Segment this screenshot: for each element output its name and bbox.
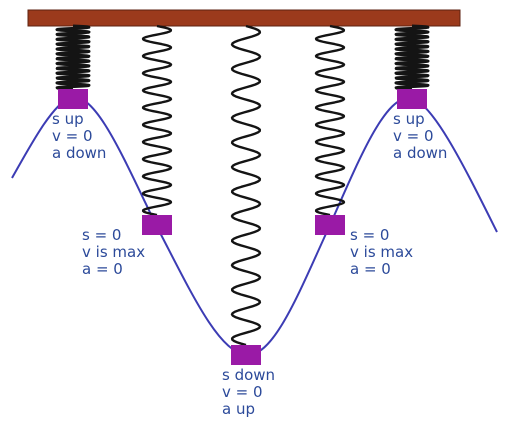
acceleration-text: a up — [222, 400, 255, 418]
acceleration-text: a down — [52, 144, 107, 162]
displacement-text: s = 0 — [350, 226, 390, 244]
coil-spring-2 — [141, 24, 173, 217]
state-label-2: s = 0 v is max a = 0 — [82, 227, 145, 278]
velocity-text: v = 0 — [52, 127, 93, 145]
coil-spring-1 — [55, 24, 91, 91]
acceleration-text: a = 0 — [82, 260, 123, 278]
mass-block-3 — [231, 345, 261, 365]
velocity-text: v = 0 — [222, 383, 263, 401]
displacement-text: s down — [222, 366, 276, 384]
ceiling-bar — [27, 9, 461, 27]
displacement-text: s up — [393, 110, 425, 128]
state-label-1: s up v = 0 a down — [52, 111, 106, 162]
state-label-3: s down v = 0 a up — [222, 367, 275, 418]
acceleration-text: a = 0 — [350, 260, 391, 278]
coil-spring-4 — [314, 24, 346, 217]
mass-block-5 — [397, 89, 427, 109]
coil-spring-5 — [394, 24, 430, 91]
velocity-text: v is max — [350, 243, 414, 261]
mass-block-4 — [315, 215, 345, 235]
displacement-text: s = 0 — [82, 226, 122, 244]
coil-spring-3 — [230, 24, 262, 347]
state-label-5: s up v = 0 a down — [393, 111, 447, 162]
velocity-text: v is max — [82, 243, 146, 261]
mass-block-2 — [142, 215, 172, 235]
acceleration-text: a down — [393, 144, 448, 162]
springs — [55, 24, 430, 347]
velocity-text: v = 0 — [393, 127, 434, 145]
mass-block-1 — [58, 89, 88, 109]
state-label-4: s = 0 v is max a = 0 — [350, 227, 413, 278]
displacement-text: s up — [52, 110, 84, 128]
